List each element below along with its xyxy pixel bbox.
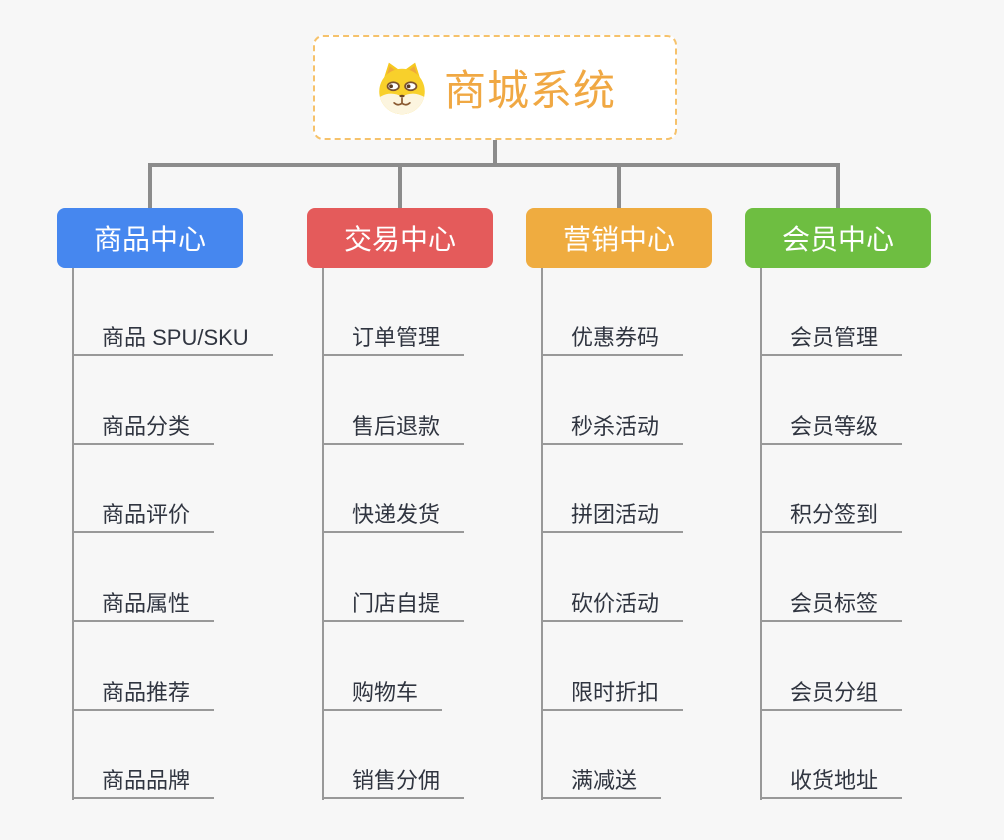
leaf-node[interactable]: 商品品牌 xyxy=(72,759,215,799)
branch-member-center: 会员中心 会员管理 会员等级 积分签到 会员标签 会员分组 收货地址 xyxy=(745,0,931,840)
connector-line xyxy=(398,165,402,208)
leaf-node[interactable]: 砍价活动 xyxy=(541,582,684,622)
branch-bus-line xyxy=(148,163,840,167)
category-box-trade[interactable]: 交易中心 xyxy=(307,208,493,268)
leaf-node[interactable]: 商品分类 xyxy=(72,405,215,445)
leaf-node[interactable]: 限时折扣 xyxy=(541,671,684,711)
category-box-marketing[interactable]: 营销中心 xyxy=(526,208,712,268)
branch-spine-line xyxy=(541,268,543,800)
branch-spine-line xyxy=(760,268,762,800)
leaf-node[interactable]: 商品 SPU/SKU xyxy=(72,316,273,356)
leaf-node[interactable]: 商品属性 xyxy=(72,582,215,622)
leaf-node[interactable]: 拼团活动 xyxy=(541,493,684,533)
leaf-node[interactable]: 会员标签 xyxy=(760,582,903,622)
leaf-node[interactable]: 快递发货 xyxy=(322,493,465,533)
category-box-product[interactable]: 商品中心 xyxy=(57,208,243,268)
leaf-node[interactable]: 门店自提 xyxy=(322,582,465,622)
leaf-node[interactable]: 积分签到 xyxy=(760,493,903,533)
leaf-node[interactable]: 商品评价 xyxy=(72,493,215,533)
leaf-node[interactable]: 售后退款 xyxy=(322,405,465,445)
branch-spine-line xyxy=(322,268,324,800)
connector-line xyxy=(148,165,152,208)
leaf-node[interactable]: 订单管理 xyxy=(322,316,465,356)
branch-product-center: 商品中心 商品 SPU/SKU 商品分类 商品评价 商品属性 商品推荐 商品品牌 xyxy=(57,0,273,840)
leaf-node[interactable]: 优惠券码 xyxy=(541,316,684,356)
root-connector-line xyxy=(493,140,497,167)
connector-line xyxy=(617,165,621,208)
leaf-node[interactable]: 收货地址 xyxy=(760,759,903,799)
leaf-node[interactable]: 购物车 xyxy=(322,671,443,711)
leaf-node[interactable]: 销售分佣 xyxy=(322,759,465,799)
category-box-member[interactable]: 会员中心 xyxy=(745,208,931,268)
shiba-dog-icon xyxy=(374,60,430,116)
branch-spine-line xyxy=(72,268,74,800)
leaf-node[interactable]: 满减送 xyxy=(541,759,662,799)
leaf-node[interactable]: 会员管理 xyxy=(760,316,903,356)
leaf-node[interactable]: 秒杀活动 xyxy=(541,405,684,445)
branch-trade-center: 交易中心 订单管理 售后退款 快递发货 门店自提 购物车 销售分佣 xyxy=(307,0,493,840)
leaf-node[interactable]: 会员等级 xyxy=(760,405,903,445)
root-title: 商城系统 xyxy=(443,67,616,114)
leaf-node[interactable]: 会员分组 xyxy=(760,671,903,711)
root-node[interactable]: 商城系统 xyxy=(313,35,677,140)
branch-marketing-center: 营销中心 优惠券码 秒杀活动 拼团活动 砍价活动 限时折扣 满减送 xyxy=(526,0,712,840)
leaf-node[interactable]: 商品推荐 xyxy=(72,671,215,711)
connector-line xyxy=(836,165,840,208)
